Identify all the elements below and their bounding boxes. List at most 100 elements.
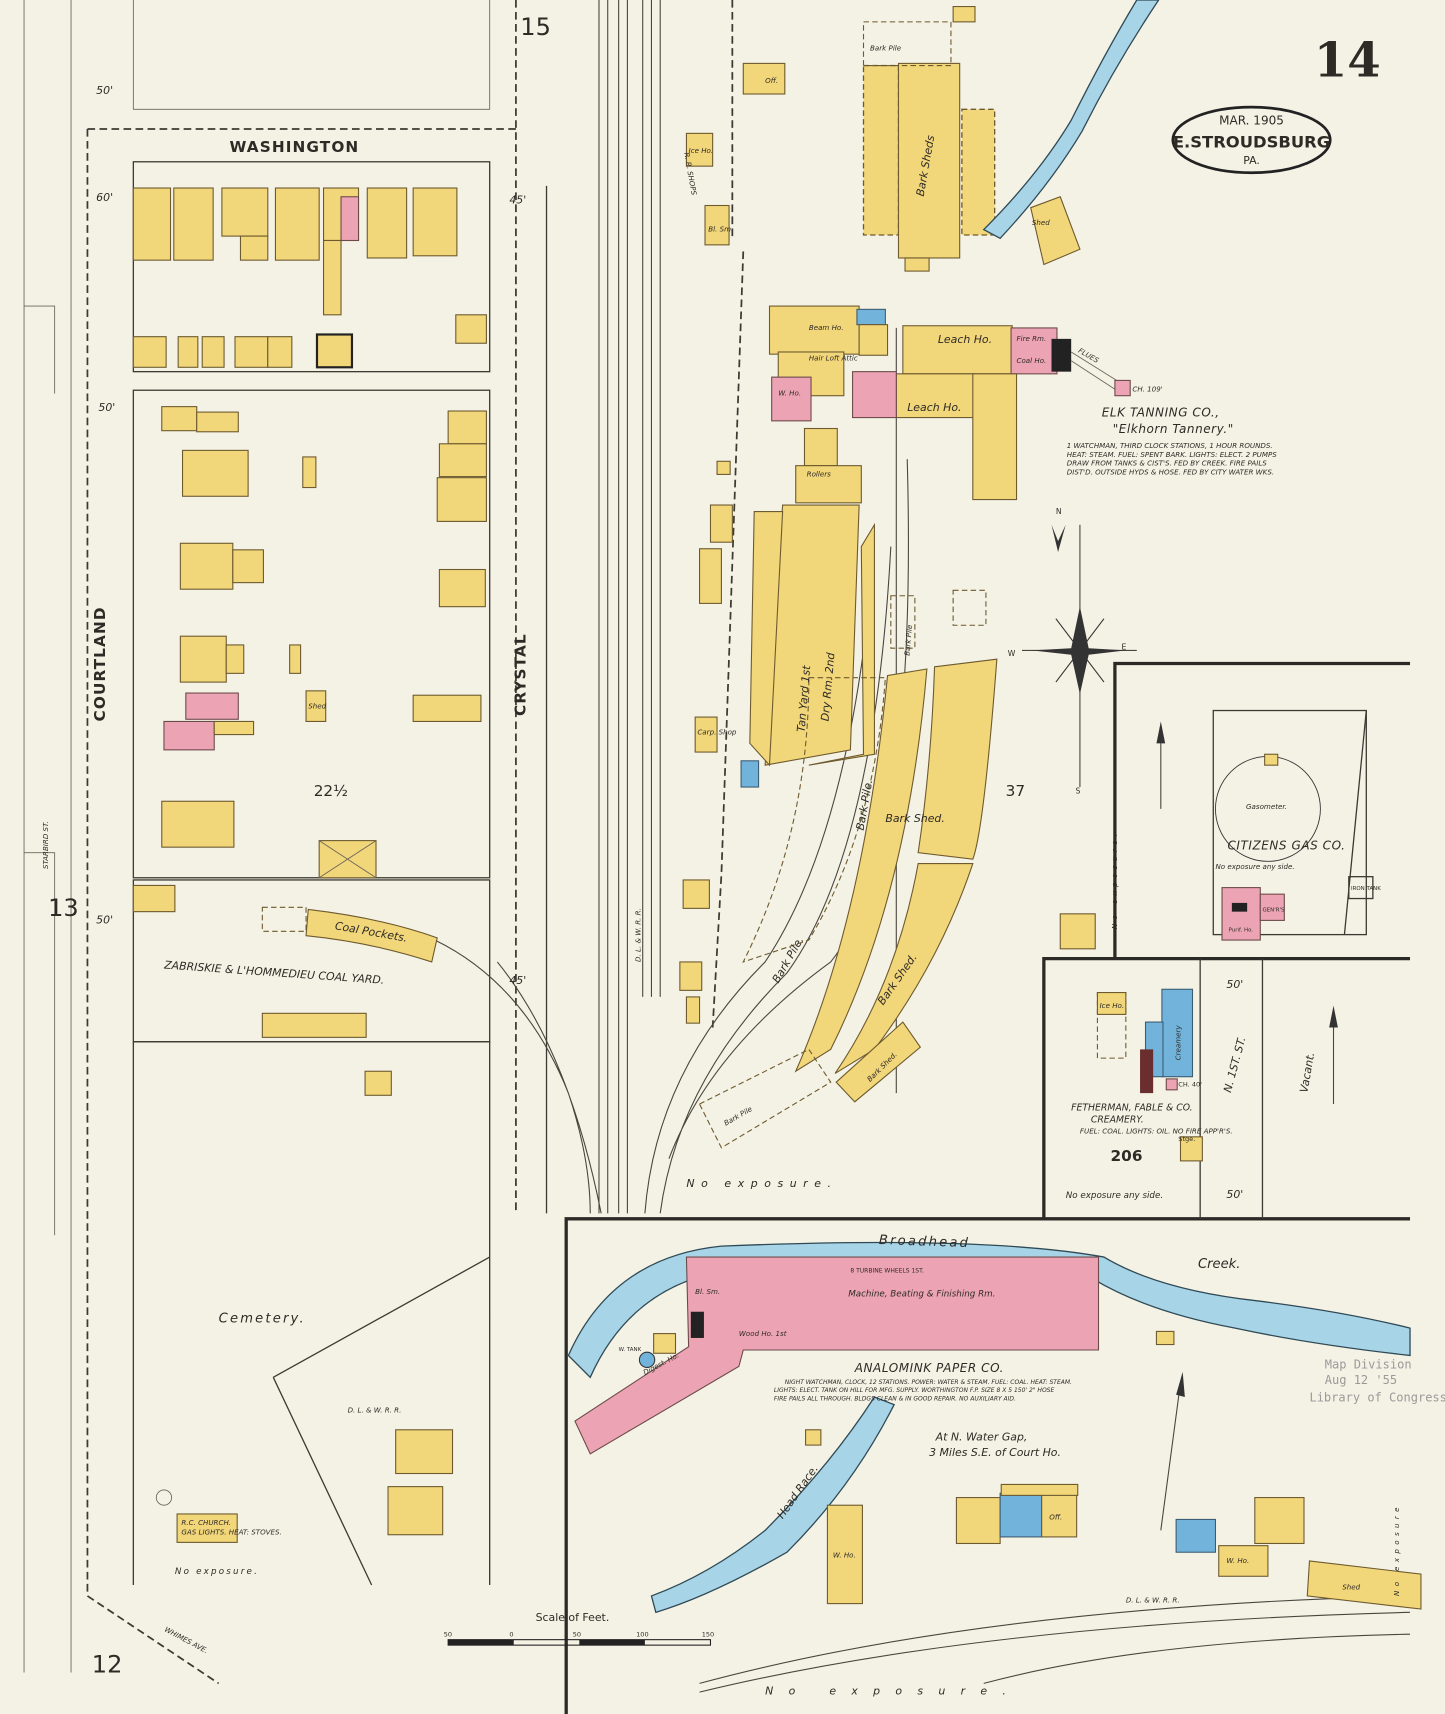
purif-label: Purif. Ho. <box>1229 927 1254 933</box>
label-shed: Shed <box>1032 218 1050 227</box>
cemetery-label: Cemetery. <box>219 1312 306 1327</box>
location-note: At N. Water Gap, <box>935 1431 1028 1444</box>
tannery-alias: "Elkhorn Tannery." <box>1113 422 1234 436</box>
scale-title: Scale of Feet. <box>536 1611 610 1624</box>
compass-north: N <box>1056 507 1062 516</box>
width-label: 50' <box>96 84 113 97</box>
width-label: 50' <box>98 401 115 414</box>
label-hair-loft: Hair Loft Attic <box>809 354 858 363</box>
creamery-no-exposure: No exposure any side. <box>1066 1191 1163 1201</box>
elk-tannery-buildings <box>679 6 1131 1149</box>
creamery-owner: FETHERMAN, FABLE & CO. <box>1071 1103 1192 1114</box>
compass-rose <box>1021 524 1137 788</box>
block-22-buildings <box>161 406 487 879</box>
label-w-tank: W. TANK <box>619 1347 642 1353</box>
coal-yard <box>132 884 438 1096</box>
sheet-number: 14 <box>1314 33 1381 89</box>
compass-west: W <box>1008 649 1016 658</box>
analomink-paper-co <box>574 1256 1422 1610</box>
scale-tick: 50 <box>444 1630 452 1638</box>
label-w-ho: W. Ho. <box>778 389 801 398</box>
tannery-name: ELK TANNING CO., <box>1102 405 1220 419</box>
library-stamp: Map Division <box>1325 1358 1412 1372</box>
tannery-note: HEAT: STEAM. FUEL: SPENT BARK. LIGHTS: E… <box>1067 450 1277 459</box>
gas-co-note: No exposure any side. <box>1215 862 1294 871</box>
no-exposure-label: No exposure <box>1392 1503 1401 1596</box>
creek-name: Broadhead <box>879 1233 971 1251</box>
railroad-label: D. L. & W. R. R. <box>348 1405 402 1414</box>
label-w-ho: W. Ho. <box>833 1551 856 1560</box>
street-starbird: STARBIRD ST. <box>41 821 50 869</box>
scale-tick: 0 <box>509 1630 513 1638</box>
creamery-note: FUEL: COAL. LIGHTS: OIL. NO FIRE APP'R'S… <box>1080 1127 1233 1136</box>
head-race <box>650 1396 896 1614</box>
paper-co-note: LIGHTS: ELECT. TANK ON HILL FOR MFG. SUP… <box>774 1387 1055 1394</box>
generator-label: GEN'R'S <box>1262 908 1285 914</box>
library-stamp: Library of Congress <box>1309 1390 1445 1404</box>
label-fire-rm: Fire Rm. <box>1017 334 1047 343</box>
label-turbine: 8 TURBINE WHEELS 1ST. <box>850 1267 924 1274</box>
library-stamp: Aug 12 '55 <box>1325 1373 1397 1387</box>
creek-name: Creek. <box>1198 1257 1240 1272</box>
compass-east: E <box>1121 642 1126 651</box>
tannery-note: 1 WATCHMAN, THIRD CLOCK STATIONS, 1 HOUR… <box>1067 441 1273 450</box>
scale-tick: 100 <box>636 1630 648 1638</box>
width-label: 45' <box>509 193 526 206</box>
label-bl-sm: Bl. Sm. <box>695 1287 720 1296</box>
iron-tank-label: IRON TANK <box>1351 886 1381 892</box>
width-label: 50' <box>1226 978 1243 991</box>
sheet-date: MAR. 1905 <box>1219 114 1284 128</box>
label-w-ho: W. Ho. <box>1226 1556 1249 1565</box>
paper-co-name: ANALOMINK PAPER CO. <box>854 1361 1004 1375</box>
label-bark-pile: Bark Pile <box>902 624 914 656</box>
railroad-tracks <box>434 0 1411 1693</box>
street-courtland: COURTLAND <box>91 606 109 721</box>
tannery-note: DIST'D. OUTSIDE HYDS & HOSE. FED BY CITY… <box>1067 467 1274 476</box>
label-carp-shop: Carp. Shop <box>697 728 737 737</box>
street-crystal: CRYSTAL <box>512 633 530 716</box>
title-cartouche <box>1171 105 1332 175</box>
tannery-note: DRAW FROM TANKS & CIST'S. FED BY CREEK. … <box>1067 459 1268 468</box>
label-leach-ho: Leach Ho. <box>907 401 961 414</box>
label-coal-ho: Coal Ho. <box>1017 356 1047 365</box>
label-beam-ho: Beam Ho. <box>809 323 844 332</box>
town-name: E.STROUDSBURG <box>1173 133 1330 152</box>
citizens-gas-co <box>1215 753 1374 941</box>
label-shed: Shed <box>308 701 326 710</box>
label-bl-sm: Bl. Sm. <box>708 225 733 234</box>
no-exposure-label: No exposure. <box>686 1177 837 1190</box>
creamery <box>1096 988 1203 1162</box>
scale-tick: 50 <box>573 1630 581 1638</box>
label-storage: Stge. <box>1178 1135 1195 1143</box>
adjacent-sheet-top: 15 <box>520 13 551 41</box>
gas-co-name: CITIZENS GAS CO. <box>1227 838 1345 852</box>
width-label: 60' <box>96 191 113 204</box>
adjoining-area <box>23 0 491 1673</box>
street-washington: WASHINGTON <box>230 138 360 156</box>
label-creamery: Creamery <box>1173 1025 1182 1061</box>
label-rollers: Rollers <box>807 470 831 479</box>
label-dry-rm: Dry Rm. 2nd <box>819 652 838 722</box>
adjacent-sheet-left: 13 <box>48 894 79 922</box>
scale-bar <box>447 1639 712 1646</box>
label-ice-ho: Ice Ho. <box>1100 1001 1125 1010</box>
label-shed: Shed <box>1342 1582 1360 1591</box>
label-machine-rm: Machine, Beating & Finishing Rm. <box>848 1289 995 1299</box>
state-name: PA. <box>1243 154 1260 167</box>
railroad-label: D. L. & W. R. R. <box>634 908 643 962</box>
creamery-type: CREAMERY. <box>1091 1115 1144 1126</box>
church-name: R.C. CHURCH. <box>181 1518 231 1527</box>
label-bark-shed: Bark Shed. <box>885 812 944 825</box>
location-note: 3 Miles S.E. of Court Ho. <box>929 1446 1061 1459</box>
block-number-37: 37 <box>1006 782 1025 800</box>
width-label: 50' <box>1226 1188 1243 1201</box>
washington-block-buildings <box>132 187 487 369</box>
paper-co-note: NIGHT WATCHMAN, CLOCK, 12 STATIONS. POWE… <box>785 1379 1072 1386</box>
no-exposure-label: No exposure. <box>1110 830 1119 930</box>
label-leach-ho: Leach Ho. <box>938 333 992 346</box>
adjacent-sheet-bottom: 12 <box>92 1650 123 1678</box>
block-outlines <box>86 0 1411 1714</box>
cemetery-area-buildings <box>155 1429 454 1543</box>
no-exposure-label: No exposure. <box>175 1567 259 1577</box>
label-bark-pile: Bark Pile <box>870 43 902 52</box>
